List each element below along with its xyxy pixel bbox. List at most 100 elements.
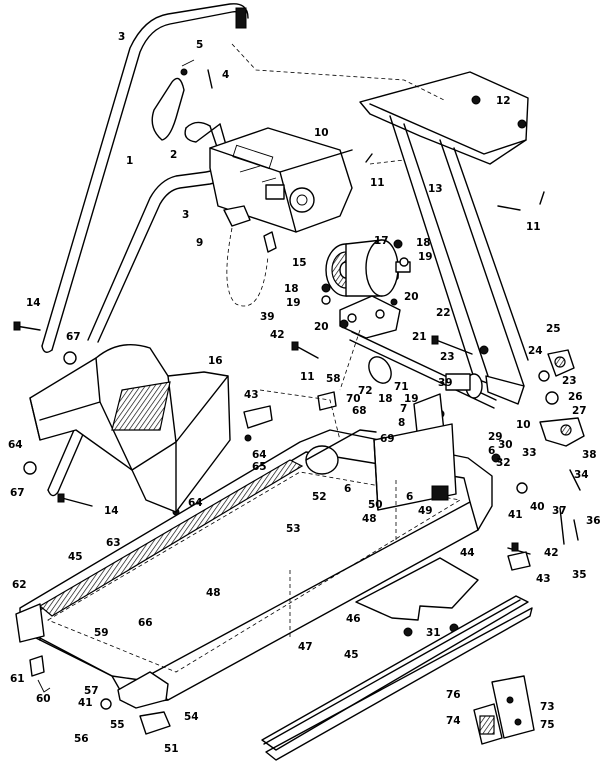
- label-48a: 48: [206, 587, 221, 599]
- key-part-9: [223, 205, 277, 307]
- label-65: 65: [252, 461, 267, 473]
- bolts: [13, 153, 581, 555]
- label-18b: 18: [284, 283, 299, 295]
- bracket-part-43b: [507, 551, 531, 571]
- label-33: 33: [522, 447, 537, 459]
- label-38: 38: [582, 449, 597, 461]
- label-57: 57: [84, 685, 99, 697]
- label-39a: 39: [260, 311, 275, 323]
- label-5: 5: [196, 39, 203, 51]
- label-17: 17: [374, 235, 389, 247]
- label-20b: 20: [314, 321, 329, 333]
- label-55: 55: [110, 719, 125, 731]
- label-61: 61: [10, 673, 25, 685]
- label-29: 29: [488, 431, 503, 443]
- label-54: 54: [184, 711, 199, 723]
- label-37: 37: [552, 505, 567, 517]
- rear-foot-part-54: [139, 711, 171, 735]
- label-39b: 39: [438, 377, 453, 389]
- label-67a: 67: [66, 331, 81, 343]
- label-23a: 23: [440, 351, 455, 363]
- rear-endcap-part-55: [117, 671, 169, 709]
- front-roller-part-52: [305, 429, 377, 475]
- label-35: 35: [572, 569, 587, 581]
- pin-part-4: [207, 69, 213, 89]
- control-board-part-74: [473, 703, 503, 745]
- label-6a: 6: [344, 483, 351, 495]
- console-part-10: [209, 127, 353, 233]
- label-74: 74: [446, 715, 461, 727]
- belt-part-46: [355, 557, 479, 621]
- label-70: 70: [346, 393, 361, 405]
- label-7: 7: [400, 403, 407, 415]
- label-45b: 45: [344, 649, 359, 661]
- label-21: 21: [412, 331, 427, 343]
- label-42b: 42: [544, 547, 559, 559]
- label-24: 24: [528, 345, 543, 357]
- label-8: 8: [398, 417, 405, 429]
- leader-lines: [259, 159, 405, 640]
- label-49: 49: [418, 505, 433, 517]
- label-18c: 18: [378, 393, 393, 405]
- label-42a: 42: [270, 329, 285, 341]
- label-45a: 45: [68, 551, 83, 563]
- label-15: 15: [292, 257, 307, 269]
- label-64c: 64: [188, 497, 203, 509]
- label-69: 69: [380, 433, 395, 445]
- label-53: 53: [286, 523, 301, 535]
- label-2: 2: [170, 149, 177, 161]
- label-13: 13: [428, 183, 443, 195]
- label-19a: 19: [418, 251, 433, 263]
- label-23b: 23: [562, 375, 577, 387]
- label-43b: 43: [536, 573, 551, 585]
- label-11a: 11: [370, 177, 385, 189]
- label-56: 56: [74, 733, 89, 745]
- label-75: 75: [540, 719, 555, 731]
- label-34: 34: [574, 469, 589, 481]
- label-14a: 14: [26, 297, 41, 309]
- label-22: 22: [436, 307, 451, 319]
- label-52: 52: [312, 491, 327, 503]
- label-32: 32: [496, 457, 511, 469]
- lanyard-part-5: [151, 59, 195, 141]
- label-43a: 43: [244, 389, 259, 401]
- label-41b: 41: [78, 697, 93, 709]
- bracket-part-58: [317, 391, 337, 411]
- label-12: 12: [496, 95, 511, 107]
- motor-controller-part-69: [373, 393, 457, 511]
- label-73: 73: [540, 701, 555, 713]
- bracket-part-43a: [243, 405, 273, 429]
- drive-roller-part-21: [349, 331, 497, 409]
- label-68: 68: [352, 405, 367, 417]
- guide-line: [231, 43, 445, 101]
- label-31: 31: [426, 627, 441, 639]
- label-20a: 20: [404, 291, 419, 303]
- label-3b: 3: [182, 209, 189, 221]
- handrail-left-part-1: [41, 3, 249, 353]
- label-26: 26: [568, 391, 583, 403]
- label-14b: 14: [104, 505, 119, 517]
- label-76: 76: [446, 689, 461, 701]
- side-rail-part-63: [38, 459, 304, 617]
- label-59: 59: [94, 627, 109, 639]
- upright-part-13: [359, 71, 529, 405]
- motor-part-15: [325, 239, 411, 297]
- label-47: 47: [298, 641, 313, 653]
- label-19b: 19: [286, 297, 301, 309]
- label-11b: 11: [526, 221, 541, 233]
- label-18a: 18: [416, 237, 431, 249]
- label-71: 71: [394, 381, 409, 393]
- bearing-block-part-27: [539, 417, 585, 447]
- label-41a: 41: [508, 509, 523, 521]
- label-64b: 64: [252, 449, 267, 461]
- label-1: 1: [126, 155, 133, 167]
- label-67b: 67: [10, 487, 25, 499]
- label-62: 62: [12, 579, 27, 591]
- label-46: 46: [346, 613, 361, 625]
- label-16: 16: [208, 355, 223, 367]
- label-66: 66: [138, 617, 153, 629]
- label-63: 63: [106, 537, 121, 549]
- label-6b: 6: [406, 491, 413, 503]
- label-36: 36: [586, 515, 601, 527]
